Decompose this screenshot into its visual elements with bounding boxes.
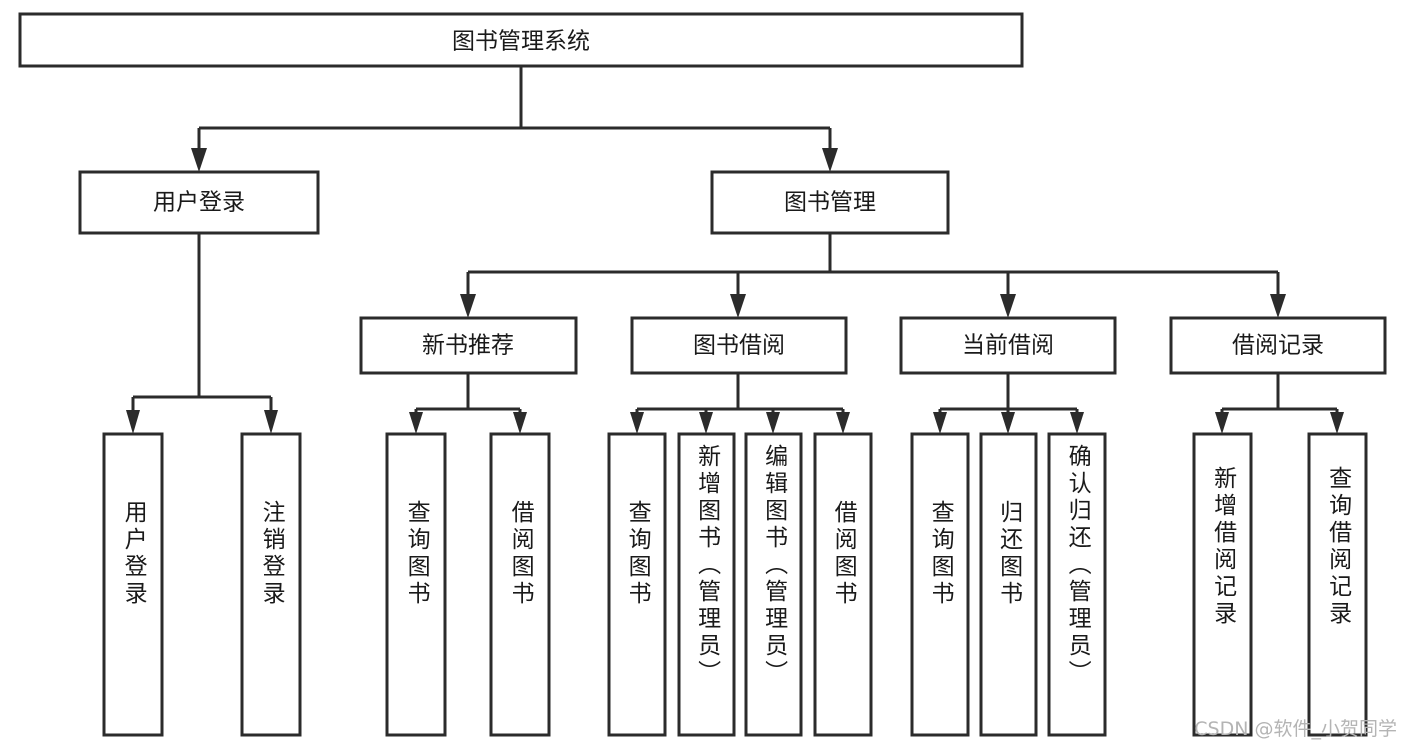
node-user-login[interactable] — [78, 170, 320, 235]
arrow-head-icon — [822, 148, 838, 172]
arrow-head-icon — [836, 412, 850, 434]
node-user-login-label: 用户登录 — [153, 190, 245, 216]
leaf-confirm-return[interactable] — [1047, 432, 1107, 737]
edge-userlogin-to-leaves — [126, 233, 278, 434]
arrow-head-icon — [1000, 294, 1016, 318]
node-root[interactable] — [18, 12, 1024, 68]
arrow-head-icon — [630, 412, 644, 434]
node-current-borrow[interactable] — [899, 316, 1117, 375]
edge-borrow-to-leaves — [630, 373, 850, 434]
arrow-head-icon — [264, 410, 278, 434]
node-book-borrow[interactable] — [630, 316, 848, 375]
arrow-head-icon — [191, 148, 207, 172]
arrow-head-icon — [766, 412, 780, 434]
arrow-head-icon — [1270, 294, 1286, 318]
edge-bookmgmt-to-level3 — [460, 233, 1286, 318]
arrow-head-icon — [699, 412, 713, 434]
node-book-borrow-label: 图书借阅 — [693, 333, 785, 359]
arrow-head-icon — [1070, 412, 1084, 434]
edge-record-to-leaves — [1215, 373, 1344, 434]
leaf-user-login[interactable] — [102, 432, 164, 737]
leaf-query-record[interactable] — [1307, 432, 1368, 737]
arrow-head-icon — [513, 412, 527, 434]
leaf-borrow-book-2[interactable] — [813, 432, 873, 737]
leaf-add-record[interactable] — [1192, 432, 1253, 737]
arrow-head-icon — [730, 294, 746, 318]
arrow-head-icon — [460, 294, 476, 318]
edge-newbook-to-leaves — [409, 373, 527, 434]
leaf-add-book[interactable] — [677, 432, 736, 737]
leaf-query-book-2[interactable] — [607, 432, 667, 737]
leaf-query-book-3[interactable] — [910, 432, 970, 737]
node-current-borrow-label: 当前借阅 — [962, 333, 1054, 359]
leaf-edit-book[interactable] — [744, 432, 803, 737]
leaf-query-book-1[interactable] — [385, 432, 447, 737]
arrow-head-icon — [409, 412, 423, 434]
node-book-management[interactable] — [710, 170, 950, 235]
arrow-head-icon — [1215, 412, 1229, 434]
leaf-borrow-book-1[interactable] — [489, 432, 551, 737]
node-book-management-label: 图书管理 — [784, 190, 876, 216]
node-new-book-recommend[interactable] — [359, 316, 578, 375]
arrow-head-icon — [1330, 412, 1344, 434]
edge-current-to-leaves — [933, 373, 1084, 434]
leaf-logout[interactable] — [240, 432, 302, 737]
node-borrow-record-label: 借阅记录 — [1232, 333, 1324, 359]
node-root-label: 图书管理系统 — [452, 29, 590, 55]
node-borrow-record[interactable] — [1169, 316, 1387, 375]
leaf-return-book[interactable] — [979, 432, 1038, 737]
arrow-head-icon — [933, 412, 947, 434]
edge-root-to-level2 — [191, 66, 838, 172]
arrow-head-icon — [126, 410, 140, 434]
arrow-head-icon — [1001, 412, 1015, 434]
node-new-book-recommend-label: 新书推荐 — [422, 333, 514, 359]
